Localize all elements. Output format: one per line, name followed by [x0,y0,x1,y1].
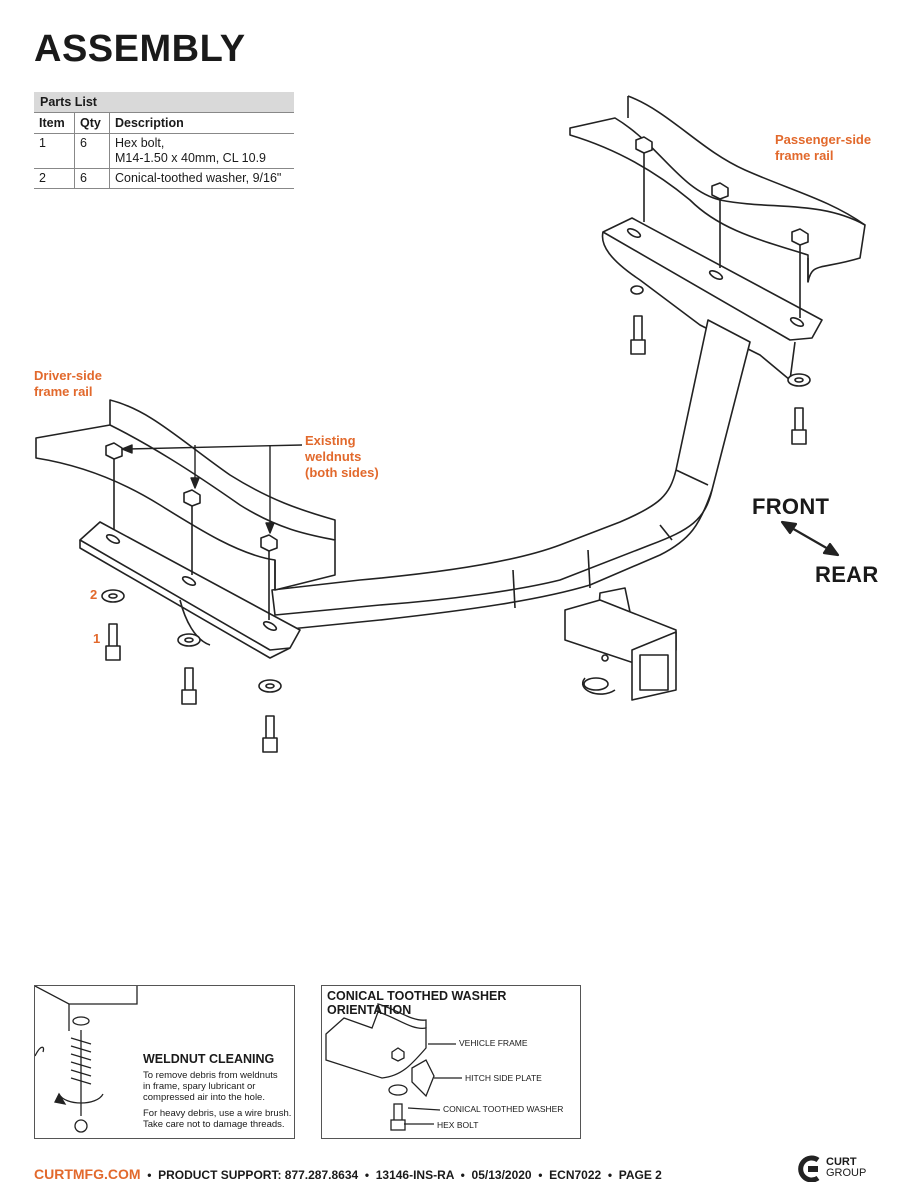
weldnut-callout-lines [121,444,303,534]
curt-logo-icon [798,1155,820,1182]
callout-bolt-number: 1 [93,631,101,646]
driver-mount-plate [79,521,301,659]
driver-weldnuts [105,442,278,620]
row-qty: 6 [74,168,110,189]
driver-bolts [101,589,282,753]
driver-frame-rail [35,399,336,591]
footer-ecn: ECN7022 [549,1168,602,1182]
weldnut-cleaning-box: WELDNUT CLEANING To remove debris from w… [34,985,295,1139]
row-item: 2 [34,168,75,189]
page-title: ASSEMBLY [34,28,246,70]
row-item: 1 [34,133,75,169]
rear-label: REAR [815,562,879,587]
hitch-side-plate-label: HITCH SIDE PLATE [465,1073,542,1083]
parts-list-table: Parts List Item Qty Description 1 6 Hex … [34,92,294,189]
passenger-rail-label-line: Passenger-side [775,132,872,147]
footer-separator: • [364,1168,370,1182]
logo-wordmark: CURT GROUP [826,1157,866,1179]
page-footer: CURTMFG.COM • PRODUCT SUPPORT: 877.287.8… [34,1166,662,1182]
weldnut-text-line: For heavy debris, use a wire brush. [143,1108,292,1119]
vehicle-frame-label: VEHICLE FRAME [459,1038,528,1048]
receiver-tube [564,587,677,701]
row-description-line: Hex bolt, [115,136,165,150]
footer-separator: • [538,1168,543,1182]
washer-orientation-title: CONICAL TOOTHED WASHER ORIENTATION [327,989,507,1017]
footer-separator: • [607,1168,613,1182]
footer-separator: • [460,1168,465,1182]
weldnut-text-line: compressed air into the hole. [143,1092,265,1103]
weldnuts-label: Existing weldnuts (both sides) [305,433,379,481]
weldnuts-label-line: Existing [305,433,356,448]
footer-page-number: PAGE 2 [618,1168,662,1182]
column-header-item: Item [34,112,75,134]
logo-line: GROUP [826,1167,867,1179]
front-label: FRONT [752,494,830,519]
driver-rail-label-line: Driver-side [34,368,102,383]
washer-orientation-box: CONICAL TOOTHED WASHER ORIENTATION VEHIC… [321,985,581,1139]
passenger-weldnuts [635,136,809,318]
footer-date: 05/13/2020 [471,1168,532,1182]
footer-part-number: 13146-INS-RA [375,1168,454,1182]
table-row: 2 6 Conical-toothed washer, 9/16" [34,168,294,189]
weldnut-cleaning-text-1: To remove debris from weldnuts in frame,… [143,1070,278,1103]
weldnut-cleaning-text-2: For heavy debris, use a wire brush. Take… [143,1108,291,1130]
weldnut-brush-illustration [34,985,138,1133]
hex-bolt-label: HEX BOLT [437,1120,479,1130]
driver-rail-label: Driver-side frame rail [34,368,102,400]
footer-separator: • [147,1168,152,1182]
weldnut-text-line: Take care not to damage threads. [143,1119,285,1130]
passenger-rail-label: Passenger-side frame rail [775,132,871,164]
footer-website-link[interactable]: CURTMFG.COM [34,1166,141,1182]
front-rear-arrow [780,520,840,557]
weldnuts-label-line: weldnuts [305,449,362,464]
weldnut-cleaning-title: WELDNUT CLEANING [143,1052,275,1066]
table-row: 1 6 Hex bolt,M14-1.50 x 40mm, CL 10.9 [34,133,294,169]
row-description-line: M14-1.50 x 40mm, CL 10.9 [115,151,266,165]
passenger-bolts [630,285,811,445]
row-description: Conical-toothed washer, 9/16" [109,168,294,189]
washer-orientation-illustration [325,1003,462,1131]
conical-washer-label: CONICAL TOOTHED WASHER [443,1104,564,1114]
weldnut-text-line: To remove debris from weldnuts [143,1070,278,1081]
driver-rail-label-line: frame rail [34,384,93,399]
column-header-qty: Qty [74,112,110,134]
column-header-description: Description [109,112,294,134]
row-qty: 6 [74,133,110,169]
passenger-rail-label-line: frame rail [775,148,834,163]
callout-washer-number: 2 [90,587,98,602]
hitch-crossbar [271,319,751,631]
weldnut-text-line: in frame, spary lubricant or [143,1081,256,1092]
logo-line: CURT [826,1156,857,1168]
parts-list-caption: Parts List [34,92,294,113]
row-description: Hex bolt,M14-1.50 x 40mm, CL 10.9 [109,133,294,169]
footer-support: PRODUCT SUPPORT: 877.287.8634 [158,1168,359,1182]
weldnuts-label-line: (both sides) [305,465,379,480]
